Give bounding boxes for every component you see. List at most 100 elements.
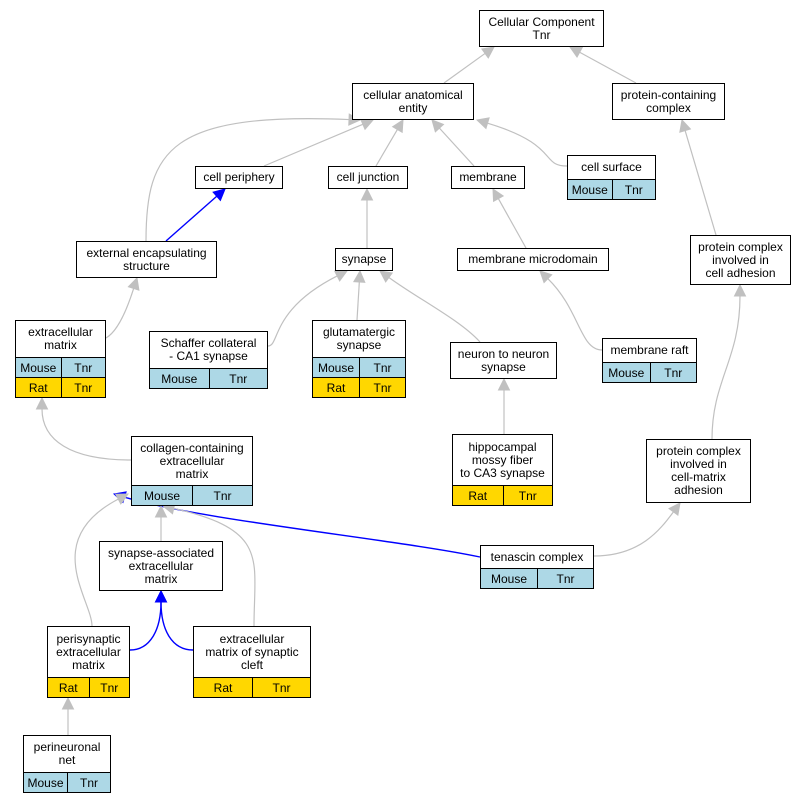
node-label: cellular anatomical entity bbox=[363, 87, 463, 115]
species-row-mouse: Mouse Tnr bbox=[132, 485, 252, 505]
edge-ees-to-cp bbox=[165, 195, 218, 242]
gene-cell: Tnr bbox=[359, 358, 405, 377]
arrowhead-pcica-to-pcc bbox=[679, 118, 692, 133]
edge-mr-to-mmd bbox=[547, 278, 603, 351]
species-cell: Mouse bbox=[27, 775, 64, 790]
arrowhead-ees-to-cp bbox=[212, 188, 226, 202]
node-label: membrane bbox=[459, 170, 517, 184]
arrowhead-pem-to-cce bbox=[114, 493, 129, 505]
gene-cell: Tnr bbox=[359, 378, 405, 397]
node-syn[interactable]: synapse bbox=[335, 248, 393, 271]
arrowhead-cs-to-cae bbox=[475, 117, 490, 130]
edge-pcc-to-cc bbox=[579, 51, 637, 84]
edge-nns-to-syn bbox=[388, 276, 481, 343]
edge-ems-to-sae bbox=[160, 601, 194, 651]
arrowhead-pnn-to-pem bbox=[61, 696, 75, 710]
arrowhead-pcicm-to-pcica bbox=[733, 283, 747, 297]
arrowhead-cae-to-cc bbox=[480, 46, 495, 59]
arrowhead-nns-to-syn bbox=[379, 270, 394, 283]
species-row-rat: Rat Tnr bbox=[313, 377, 405, 397]
arrowhead-cp-to-cae bbox=[359, 118, 375, 131]
node-label: cell periphery bbox=[203, 170, 275, 184]
node-label: protein complex involved in cell-matrix … bbox=[656, 444, 741, 497]
edge-pem-to-cce bbox=[74, 498, 119, 627]
gene-cell: Tnr bbox=[502, 486, 553, 505]
node-mem[interactable]: membrane bbox=[451, 166, 525, 189]
node-label: Cellular Component Tnr bbox=[488, 14, 595, 42]
node-cce[interactable]: collagen-containing extracellular matrix… bbox=[131, 436, 253, 506]
arrowhead-mr-to-mmd bbox=[539, 270, 553, 284]
node-label: collagen-containing extracellular matrix bbox=[140, 440, 244, 481]
arrowhead-hmf-to-nns bbox=[497, 377, 511, 391]
arrowhead-cce-to-ecm bbox=[35, 396, 49, 410]
node-cae[interactable]: cellular anatomical entity bbox=[352, 83, 474, 120]
arrowhead-sc-to-syn bbox=[333, 270, 348, 282]
node-nns[interactable]: neuron to neuron synapse bbox=[450, 342, 557, 379]
gene-cell: Tnr bbox=[649, 363, 697, 382]
edge-cae-to-cc bbox=[443, 52, 486, 84]
node-pcicm[interactable]: protein complex involved in cell-matrix … bbox=[646, 439, 751, 503]
node-label: membrane raft bbox=[610, 343, 689, 357]
species-cell: Rat bbox=[468, 488, 488, 503]
node-mmd[interactable]: membrane microdomain bbox=[457, 248, 609, 271]
node-cc[interactable]: Cellular Component Tnr bbox=[479, 10, 604, 47]
node-cj[interactable]: cell junction bbox=[328, 166, 408, 189]
species-cell: Mouse bbox=[161, 371, 198, 386]
gene-cell: Tnr bbox=[192, 486, 252, 505]
edge-pem-to-sae bbox=[129, 601, 162, 651]
edge-tc-to-pcicm bbox=[593, 511, 674, 557]
node-label: extracellular matrix of synaptic cleft bbox=[205, 631, 299, 672]
species-cell: Rat bbox=[326, 380, 346, 395]
species-cell: Mouse bbox=[143, 488, 181, 503]
edge-cj-to-cae bbox=[375, 129, 398, 167]
gene-cell: Tnr bbox=[60, 378, 106, 397]
species-cell: Mouse bbox=[490, 571, 528, 586]
species-cell: Mouse bbox=[317, 360, 355, 375]
arrowhead-mem-to-cae bbox=[431, 119, 445, 133]
arrowhead-cj-to-cae bbox=[391, 119, 404, 134]
node-sae[interactable]: synapse-associated extracellular matrix bbox=[99, 541, 223, 591]
species-cell: Rat bbox=[213, 680, 233, 695]
arrowhead-mmd-to-mem bbox=[492, 188, 505, 203]
species-cell: Rat bbox=[58, 680, 78, 695]
edge-mem-to-cae bbox=[438, 127, 475, 167]
species-cell: Mouse bbox=[571, 182, 608, 197]
arrowhead-pcc-to-cc bbox=[569, 46, 584, 59]
edge-pcicm-to-pcica bbox=[711, 295, 741, 440]
arrowhead-ecm-to-ees bbox=[127, 276, 140, 291]
node-label: hippocampal mossy fiber to CA3 synapse bbox=[460, 439, 545, 480]
node-ees[interactable]: external encapsulating structure bbox=[76, 241, 217, 278]
node-label: neuron to neuron synapse bbox=[457, 346, 550, 374]
node-pcc[interactable]: protein-containing complex bbox=[612, 83, 725, 120]
node-label: external encapsulating structure bbox=[86, 245, 207, 273]
species-row-mouse: Mouse Tnr bbox=[313, 357, 405, 377]
node-pcica[interactable]: protein complex involved in cell adhesio… bbox=[690, 235, 791, 285]
edge-glu-to-syn bbox=[356, 281, 360, 321]
arrowhead-ems-to-sae bbox=[154, 589, 168, 603]
node-label: perineuronal net bbox=[33, 740, 101, 767]
gene-cell: Tnr bbox=[252, 678, 310, 697]
edge-sc-to-syn bbox=[267, 275, 338, 347]
node-label: cell junction bbox=[336, 170, 400, 184]
node-label: synapse-associated extracellular matrix bbox=[107, 545, 215, 586]
node-cp[interactable]: cell periphery bbox=[195, 166, 283, 189]
edge-mmd-to-mem bbox=[497, 198, 527, 249]
edge-cs-to-cae bbox=[487, 122, 568, 167]
